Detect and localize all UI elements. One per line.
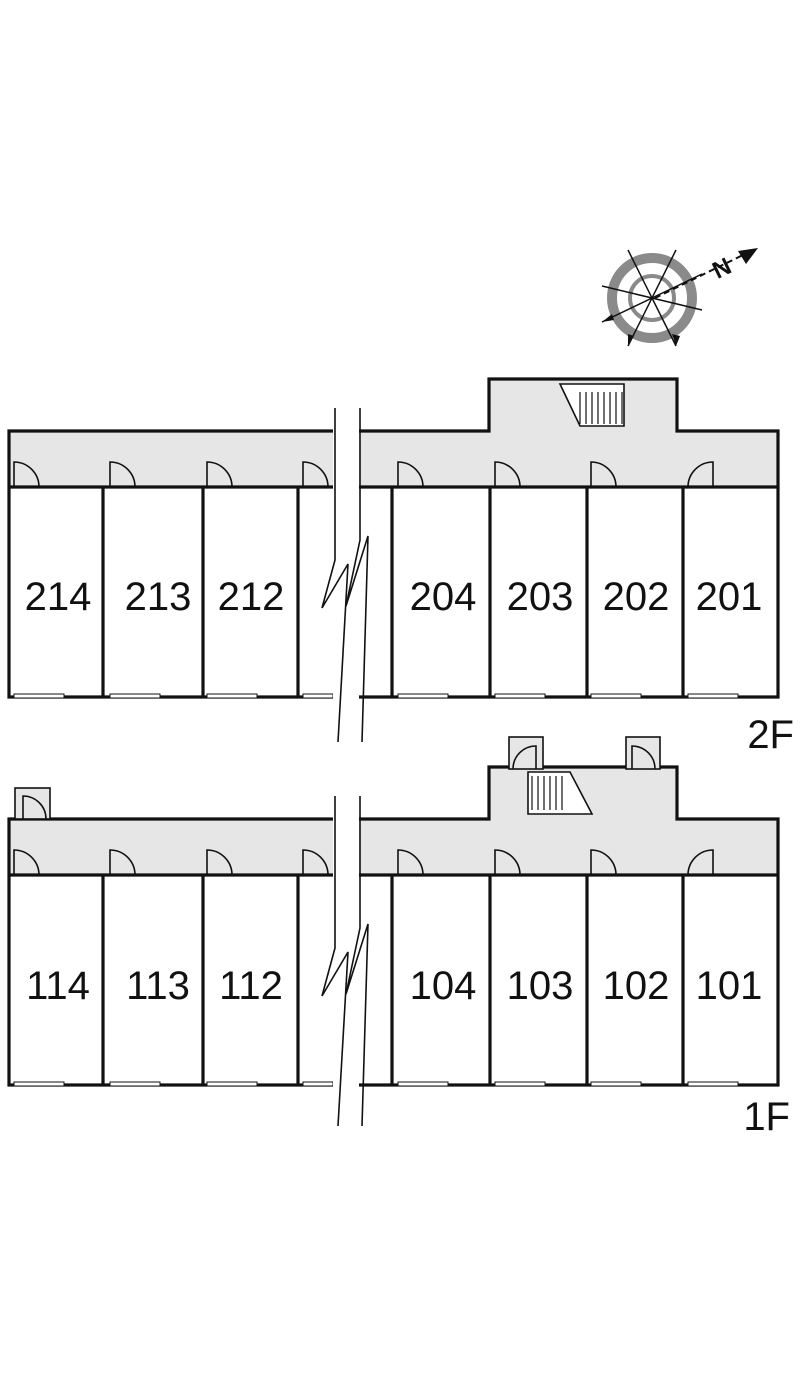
doors-2f: [13, 461, 714, 488]
compass: N: [601, 248, 758, 347]
building-outline-1f: [7, 765, 780, 1087]
corridor-2f: [9, 379, 778, 487]
compass-ring-outer: [607, 253, 697, 343]
room-number: 101: [696, 964, 763, 1008]
doors-1f: [13, 849, 714, 876]
room-number: 112: [219, 964, 283, 1008]
room-number: 114: [26, 964, 90, 1008]
north-arrow-icon: [654, 253, 746, 299]
floor-1f: 114 113 112 104 103 102 101 1F: [7, 736, 790, 1139]
room-number: 214: [25, 575, 92, 619]
stairs-icon: [558, 383, 625, 427]
floor-2f: 214 213 212 204 203 202 201 2F: [7, 377, 794, 757]
room-number: 103: [507, 964, 574, 1008]
floor-label-1f: 1F: [743, 1095, 790, 1139]
north-arrowhead-icon: [738, 248, 758, 264]
room-number: 203: [507, 575, 574, 619]
stairs-icon: [527, 771, 594, 815]
room-number: 113: [126, 964, 190, 1008]
room-number: 201: [696, 575, 763, 619]
room-number: 202: [603, 575, 670, 619]
north-label: N: [708, 253, 735, 285]
break-symbol-1f: [321, 793, 369, 1133]
floor-label-2f: 2F: [747, 713, 794, 757]
break-symbol-2f: [321, 405, 369, 745]
room-number: 204: [410, 575, 477, 619]
building-outline-2f: [7, 377, 780, 699]
windows-2f: [13, 693, 739, 699]
room-number: 104: [410, 964, 477, 1008]
room-number: 213: [125, 575, 192, 619]
entrance-doors-1f: [14, 736, 661, 820]
windows-1f: [13, 1081, 739, 1087]
room-number: 212: [218, 575, 285, 619]
room-number: 102: [603, 964, 670, 1008]
corridor-1f: [9, 767, 778, 875]
compass-ring-inner: [628, 274, 676, 322]
